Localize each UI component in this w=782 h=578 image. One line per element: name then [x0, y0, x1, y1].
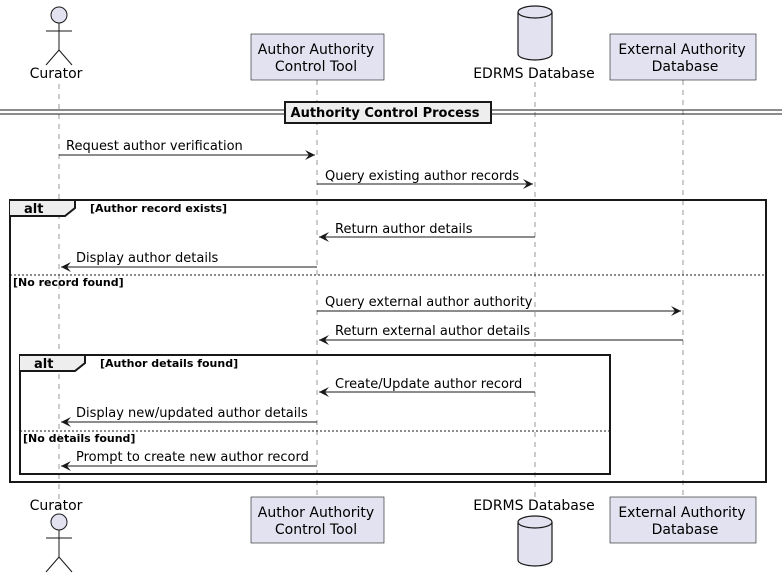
participants-top: Curator Author Authority Control Tool ED…	[30, 5, 757, 82]
messages	[59, 150, 683, 471]
message-label: Display author details	[76, 251, 219, 266]
fragment-keyword: alt	[24, 202, 43, 217]
participant-label-line-1: External Authority	[618, 42, 745, 58]
message-label: Return author details	[335, 222, 473, 237]
participant-author-authority-control-tool-top: Author Authority Control Tool	[250, 33, 385, 81]
message-labels: Request author verification Query existi…	[66, 139, 533, 465]
participant-label-line-2: Control Tool	[275, 59, 357, 75]
fragment-else-condition: [No record found]	[13, 276, 124, 289]
participant-label-curator: Curator	[30, 66, 83, 82]
participant-label-line-1: External Authority	[618, 505, 745, 521]
participant-label-line-2: Database	[652, 59, 719, 75]
participant-label-line-2: Control Tool	[275, 522, 357, 538]
database-icon	[517, 515, 553, 567]
divider: Authority Control Process	[0, 101, 782, 124]
fragment-keyword: alt	[34, 357, 53, 372]
actor-icon	[45, 513, 73, 573]
participant-label-line-2: Database	[652, 522, 719, 538]
divider-label: Authority Control Process	[291, 106, 480, 121]
fragment-else-condition: [No details found]	[23, 432, 135, 445]
alt-fragment-inner: alt [Author details found] [No details f…	[19, 354, 611, 475]
actor-curator-bottom: Curator	[30, 498, 83, 573]
participant-edrms-database-top: EDRMS Database	[473, 5, 595, 82]
fragment-condition: [Author details found]	[100, 357, 238, 370]
participant-external-authority-database-top: External Authority Database	[609, 33, 757, 81]
participant-external-authority-database-bottom: External Authority Database	[609, 496, 757, 544]
message-label: Query existing author records	[325, 169, 519, 184]
participant-label-line-1: Author Authority	[258, 42, 374, 58]
participants-bottom: Curator Author Authority Control Tool ED…	[30, 496, 757, 573]
participant-label-line-1: Author Authority	[258, 505, 374, 521]
database-icon	[517, 5, 553, 61]
message-label: Return external author details	[335, 324, 530, 339]
fragment-condition: [Author record exists]	[90, 202, 227, 215]
message-label: Display new/updated author details	[76, 406, 308, 421]
message-label: Create/Update author record	[335, 377, 522, 392]
actor-curator-top: Curator	[30, 6, 83, 82]
participant-edrms-database-bottom: EDRMS Database	[473, 498, 595, 567]
participant-label-edrms: EDRMS Database	[473, 498, 595, 514]
message-label: Request author verification	[66, 139, 243, 154]
participant-author-authority-control-tool-bottom: Author Authority Control Tool	[250, 496, 385, 544]
message-label: Prompt to create new author record	[76, 450, 309, 465]
participant-label-curator: Curator	[30, 498, 83, 514]
message-label: Query external author authority	[325, 295, 533, 310]
actor-icon	[45, 6, 73, 66]
participant-label-edrms: EDRMS Database	[473, 66, 595, 82]
alt-fragment-outer: alt [Author record exists] [No record fo…	[9, 199, 767, 483]
